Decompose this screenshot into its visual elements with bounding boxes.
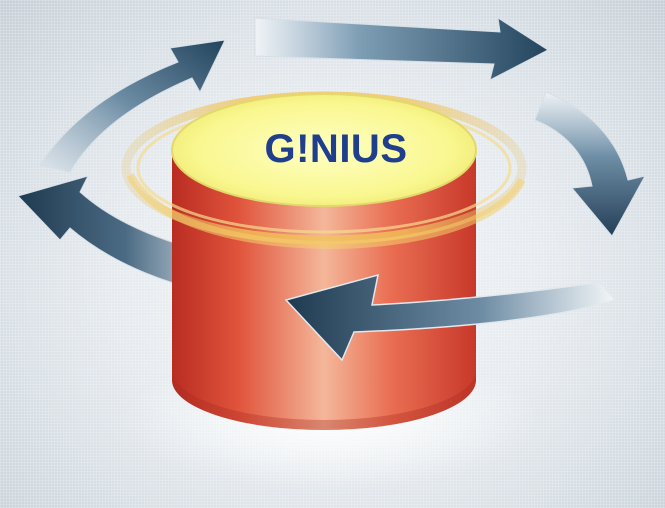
cycle-arrow-icon: [534, 91, 646, 237]
cycle-arrow-icon: [254, 16, 549, 81]
cycle-arrow-icon: [39, 39, 226, 173]
center-label: G!NIUS: [265, 127, 408, 171]
cycle-arrow-icon: [284, 273, 617, 362]
